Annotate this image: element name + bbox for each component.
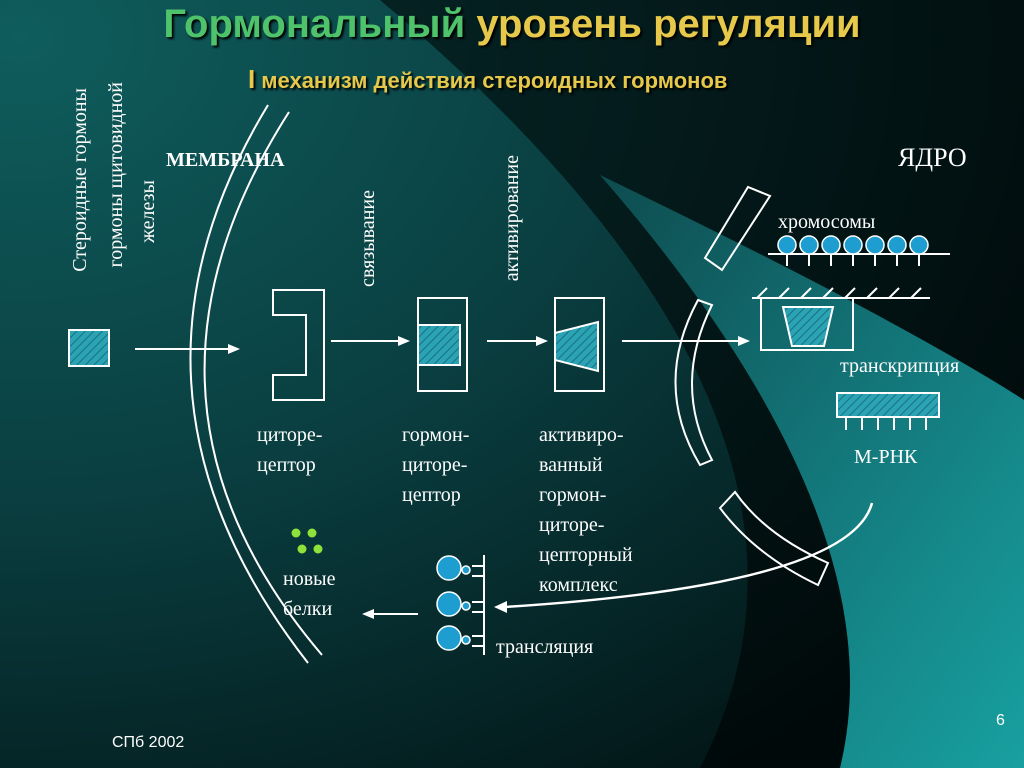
binding-label: связывание <box>357 190 379 287</box>
receptor-label: циторе-цептор <box>257 424 323 476</box>
nuclear-membrane-segment <box>718 490 830 587</box>
arrow-head <box>494 601 507 613</box>
new-protein-dots <box>291 528 323 554</box>
chromosomes-label: хромосомы <box>778 211 876 233</box>
side-label-steroid-hormones: Стероидные гормоны <box>69 88 91 272</box>
activated-complex-label: активиро-ванный гормон-циторе- цепторный… <box>539 424 633 596</box>
mrna-label: М-РНК <box>854 446 918 468</box>
arrow-head <box>536 336 548 346</box>
nuclear-membrane-segment <box>703 185 772 272</box>
cytoreceptor-shape <box>272 289 325 401</box>
slide-title: Гормональный уровень регуляции <box>163 2 861 46</box>
dna-bound-complex <box>760 297 854 351</box>
membrane-outer-arc <box>189 104 309 664</box>
mrna-export-arrow <box>504 502 874 609</box>
membrane-label: МЕМБРАНА <box>166 149 285 171</box>
side-label-gland: железы <box>137 180 159 243</box>
hormone-receptor-label: гормон-циторе-цептор <box>402 424 470 506</box>
chromosome-beads <box>777 235 929 255</box>
arrow-head <box>362 609 374 619</box>
footer-label: СПб 2002 <box>112 734 185 751</box>
side-label-thyroid-hormones: гормоны щитовидной <box>105 82 127 268</box>
ribosomes <box>436 555 471 651</box>
activation-label: активирование <box>501 155 523 282</box>
nucleus-label: ЯДРО <box>898 143 967 172</box>
nuclear-membrane-segment <box>674 298 714 467</box>
arrow-head <box>228 344 240 354</box>
arrow-head <box>398 336 410 346</box>
page-number: 6 <box>996 712 1005 729</box>
transcription-label: транскрипция <box>840 355 960 377</box>
hormone-square <box>68 329 110 367</box>
membrane-inner-arc <box>203 111 323 656</box>
translation-label: трансляция <box>496 636 594 658</box>
arrow-head <box>738 336 750 346</box>
mrna-strip <box>836 392 940 418</box>
